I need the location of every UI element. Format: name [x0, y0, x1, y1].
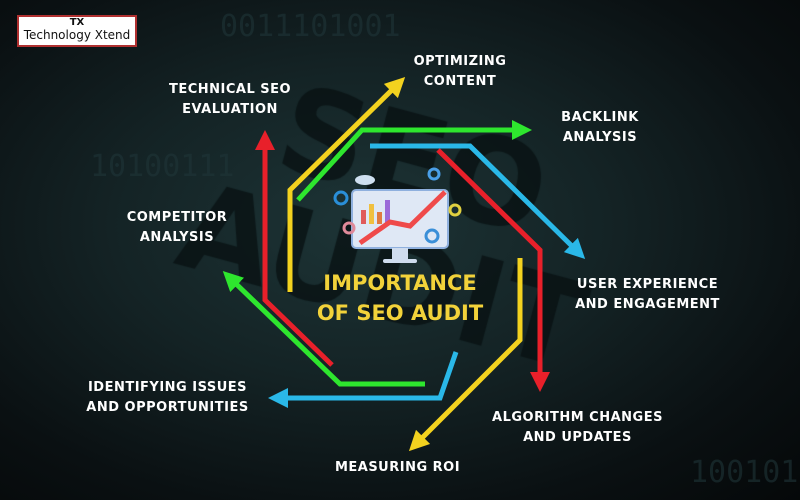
label-line: OPTIMIZING	[413, 54, 507, 69]
label-line: EVALUATION	[182, 102, 278, 117]
label-line: CONTENT	[423, 74, 497, 89]
logo: TX Technology Xtend	[17, 15, 137, 47]
label-optimizing-content: OPTIMIZING CONTENT	[395, 52, 525, 92]
title-line-2: OF SEO AUDIT	[316, 301, 484, 325]
label-line: USER EXPERIENCE	[576, 277, 719, 292]
arrow-red-right	[436, 148, 550, 392]
label-line: COMPETITOR	[126, 210, 228, 225]
label-technical-seo: TECHNICAL SEO EVALUATION	[160, 80, 300, 120]
label-line: IDENTIFYING ISSUES	[87, 380, 248, 395]
arrow-yellow-left	[287, 76, 406, 292]
monitor-chart-icon	[333, 167, 462, 263]
label-line: ANALYSIS	[562, 130, 638, 145]
label-backlink-analysis: BACKLINK ANALYSIS	[545, 108, 655, 148]
logo-mark: TX	[69, 17, 85, 28]
label-line: AND ENGAGEMENT	[575, 297, 720, 312]
label-line: AND UPDATES	[523, 430, 632, 445]
label-line: TECHNICAL SEO	[168, 82, 292, 97]
center-title: IMPORTANCE OF SEO AUDIT	[310, 268, 490, 328]
label-line: BACKLINK	[561, 110, 639, 125]
logo-name: Technology Xtend	[23, 28, 131, 42]
arrow-red-left	[255, 130, 334, 367]
label-user-experience: USER EXPERIENCE AND ENGAGEMENT	[560, 275, 735, 315]
arrow-green-left	[222, 271, 425, 387]
arrow-cyan-top	[370, 143, 586, 260]
label-line: ALGORITHM CHANGES	[492, 410, 663, 425]
label-line: AND OPPORTUNITIES	[86, 400, 249, 415]
label-measuring-roi: MEASURING ROI	[325, 458, 470, 478]
arrow-cyan-bottom	[268, 351, 459, 408]
label-identifying-issues: IDENTIFYING ISSUES AND OPPORTUNITIES	[70, 378, 265, 418]
label-line: ANALYSIS	[139, 230, 215, 245]
title-line-1: IMPORTANCE	[323, 271, 477, 295]
arrow-green-top	[296, 120, 532, 202]
label-competitor-analysis: COMPETITOR ANALYSIS	[112, 208, 242, 248]
label-algorithm-changes: ALGORITHM CHANGES AND UPDATES	[480, 408, 675, 448]
arrow-yellow-right	[408, 258, 523, 452]
label-line: MEASURING ROI	[334, 460, 461, 475]
